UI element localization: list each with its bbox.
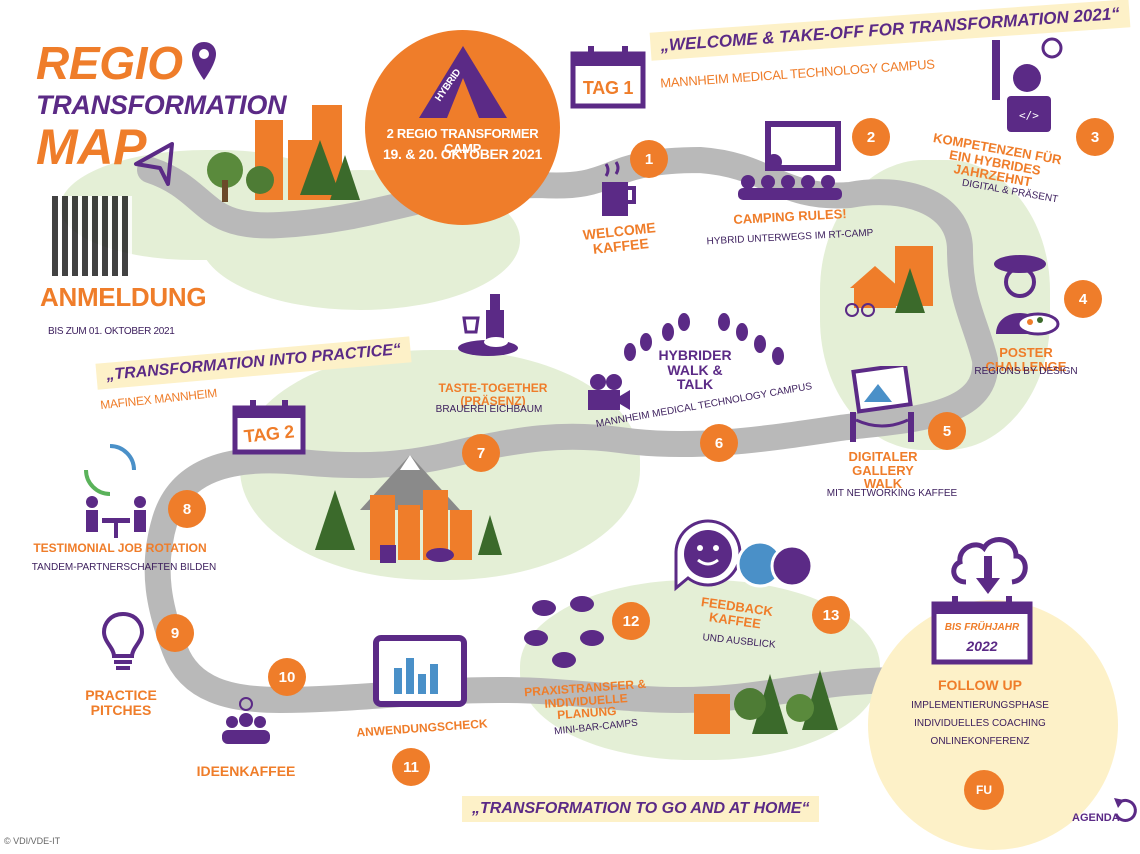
forest-illustration (694, 670, 838, 734)
follow-up-title: FOLLOW UP (938, 677, 1022, 693)
station-6-number[interactable]: 6 (700, 424, 738, 462)
calendar-icon-follow-up (931, 596, 1033, 665)
follow-up-item-1: IMPLEMENTIERUNGSPHASE (911, 700, 1049, 711)
village-illustration (845, 246, 933, 317)
job-rotation-icon (86, 496, 146, 538)
station-8-sub: TANDEM-PARTNERSCHAFTEN BILDEN (31, 562, 217, 573)
feedback-faces-icon (674, 519, 814, 592)
station-2-number[interactable]: 2 (852, 118, 890, 156)
station-8-title: TESTIMONIAL JOB ROTATION (33, 541, 207, 555)
station-7-sub: BRAUEREI EICHBAUM (435, 404, 543, 415)
registration-label[interactable]: ANMELDUNG (40, 282, 207, 312)
follow-up-item-3: ONLINEKONFERENZ (930, 736, 1030, 747)
camp-name: 2 REGIO TRANSFORMER CAMP (386, 126, 539, 156)
tent-icon (419, 46, 507, 118)
station-1-number[interactable]: 1 (630, 140, 668, 178)
city-day2-illustration (315, 455, 502, 563)
follow-up-badge: BIS FRÜHJAHR (944, 622, 1020, 633)
camp-dates: 19. & 20. OKTOBER 2021 (383, 146, 542, 162)
station-5-number[interactable]: 5 (928, 412, 966, 450)
location-pin-icon (192, 42, 216, 80)
tablet-chart-icon (373, 635, 467, 707)
copyright: © VDI/VDE-IT (4, 836, 61, 846)
station-6-title: HYBRIDER WALK & TALK (658, 347, 732, 393)
station-3-number[interactable]: 3 (1076, 118, 1114, 156)
follow-up-item-2: INDIVIDUELLES COACHING (914, 718, 1046, 729)
rotation-icon (84, 444, 136, 496)
map-title-regio: REGIO (36, 37, 183, 89)
agenda-arrow-icon[interactable] (1112, 796, 1138, 824)
presentation-icon (738, 121, 842, 200)
station-10-number[interactable]: 10 (268, 658, 306, 696)
footsteps-icon (624, 313, 784, 365)
coffee-cup-icon (602, 161, 636, 216)
digital-creative-icon: </> (992, 37, 1063, 132)
svg-text:</>: </> (1019, 109, 1039, 122)
qr-code[interactable] (52, 196, 132, 276)
day1-tag: TAG 1 (582, 78, 634, 98)
idea-team-icon (222, 697, 270, 744)
station-8-number[interactable]: 8 (168, 490, 206, 528)
registration-deadline: BIS ZUM 01. OKTOBER 2021 (48, 326, 175, 337)
station-11-number[interactable]: 11 (392, 748, 430, 786)
food-wine-icon (458, 294, 518, 356)
station-5-sub: MIT NETWORKING KAFFEE (826, 488, 958, 499)
start-arrow-icon (134, 142, 174, 186)
calendar-icon-day1 (570, 46, 646, 109)
gallery-icon (850, 366, 914, 442)
map-title-transformation: TRANSFORMATION (36, 90, 287, 120)
cloud-download-icon (951, 537, 1028, 594)
station-9-number[interactable]: 9 (156, 614, 194, 652)
station-9-title: PRACTICE PITCHES (85, 687, 157, 718)
calendar-icon-day2 (232, 400, 306, 455)
bottom-banner: „TRANSFORMATION TO GO AND AT HOME“ (462, 796, 820, 822)
station-4-sub: REGIONS BY DESIGN (974, 366, 1078, 377)
station-7-title: TASTE-TOGETHER (PRÄSENZ) (438, 381, 548, 408)
lightbulb-icon (101, 611, 145, 670)
follow-up-number[interactable]: FU (964, 770, 1004, 810)
station-4-number[interactable]: 4 (1064, 280, 1102, 318)
station-5-title: DIGITALER GALLERY WALK (848, 449, 918, 492)
station-4-title: POSTER CHALLENGE (985, 345, 1067, 374)
station-7-number[interactable]: 7 (462, 434, 500, 472)
station-10-title: IDEENKAFFEE (196, 763, 296, 779)
city-start-illustration (207, 105, 360, 202)
video-camera-icon (588, 374, 630, 410)
hands-together-icon (524, 596, 604, 668)
painter-icon (994, 255, 1060, 336)
map-title-map: MAP (36, 119, 147, 175)
follow-up-year: 2022 (966, 638, 998, 654)
agenda-link[interactable]: AGENDA (1072, 812, 1120, 824)
station-12-number[interactable]: 12 (612, 602, 650, 640)
station-13-number[interactable]: 13 (812, 596, 850, 634)
